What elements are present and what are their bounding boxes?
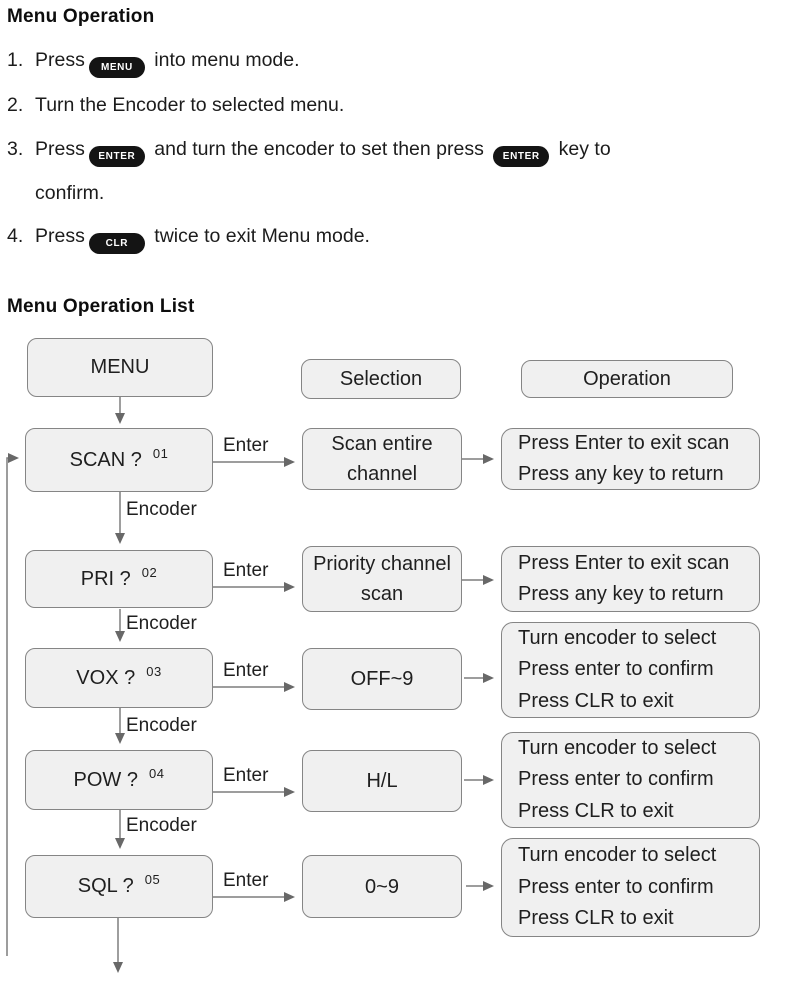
arrow-loop-return xyxy=(6,453,19,956)
selection-box-scan: Scan entire channel xyxy=(302,428,462,490)
flow-menu-box-pow: POW ? 04 xyxy=(25,750,213,810)
menu-box-number: 05 xyxy=(144,872,161,887)
edge-label-encoder: Encoder xyxy=(126,499,197,520)
step-text: Press xyxy=(35,225,85,247)
flow-menu-box-vox: VOX ? 03 xyxy=(25,648,213,708)
menu-box-label: POW ? xyxy=(73,768,138,791)
selection-box-pow: H/L xyxy=(302,750,462,812)
step-number: 2. xyxy=(7,94,24,116)
step-text: and turn the encoder to set then press xyxy=(148,138,490,160)
selection-box-vox: OFF~9 xyxy=(302,648,462,710)
operation-box-sql: Turn encoder to select Press enter to co… xyxy=(501,838,760,937)
edge-label-enter: Enter xyxy=(223,435,269,456)
menu-box-number: 01 xyxy=(152,445,169,461)
edge-label-enter: Enter xyxy=(223,560,269,581)
edge-label-encoder: Encoder xyxy=(126,815,197,836)
step-number: 4. xyxy=(7,225,24,247)
operation-box-pow: Turn encoder to select Press enter to co… xyxy=(501,732,760,828)
edge-label-enter: Enter xyxy=(223,765,269,786)
operation-box-pri: Press Enter to exit scan Press any key t… xyxy=(501,546,760,612)
step-text: Press xyxy=(35,138,85,160)
step-number: 3. xyxy=(7,138,24,160)
step-text: into menu mode. xyxy=(148,49,300,71)
operation-box-vox: Turn encoder to select Press enter to co… xyxy=(501,622,760,718)
clr-keycap-icon: CLR xyxy=(88,233,145,254)
flow-start-box: MENU xyxy=(27,338,213,397)
step-text: Turn the Encoder to selected menu. xyxy=(35,94,345,116)
menu-box-number: 03 xyxy=(146,663,162,679)
edge-label-encoder: Encoder xyxy=(126,715,197,736)
operation-box-scan: Press Enter to exit scan Press any key t… xyxy=(501,428,760,490)
menu-box-label: PRI ? xyxy=(80,567,131,590)
menu-box-label: SQL ? xyxy=(77,875,134,897)
step-number: 1. xyxy=(7,49,24,71)
selection-box-sql: 0~9 xyxy=(302,855,462,918)
menu-keycap-icon: MENU xyxy=(88,57,145,78)
enter-keycap-icon: ENTER xyxy=(88,146,145,167)
selection-box-pri: Priority channel scan xyxy=(302,546,462,612)
column-header-selection: Selection xyxy=(301,359,461,399)
step-3-continuation: confirm. xyxy=(35,182,105,204)
step-text: twice to exit Menu mode. xyxy=(148,225,370,247)
flow-menu-box-pri: PRI ? 02 xyxy=(25,550,213,608)
page-title: Menu Operation xyxy=(7,6,155,27)
step-text: Press xyxy=(35,49,85,71)
edge-label-encoder: Encoder xyxy=(126,613,197,634)
menu-box-label: SCAN ? xyxy=(69,448,142,471)
enter-keycap-icon: ENTER xyxy=(493,146,550,167)
menu-box-number: 02 xyxy=(141,564,158,580)
flow-menu-box-sql: SQL ? 05 xyxy=(25,855,213,918)
flowchart-title: Menu Operation List xyxy=(7,296,195,317)
flow-menu-box-scan: SCAN ? 01 xyxy=(25,428,213,492)
step-item-2: 2. Turn the Encoder to selected menu. xyxy=(7,94,344,117)
edge-label-enter: Enter xyxy=(223,660,269,681)
edge-label-enter: Enter xyxy=(223,870,269,891)
menu-box-label: VOX ? xyxy=(76,666,136,689)
step-text: key to xyxy=(553,138,611,160)
menu-box-number: 04 xyxy=(148,765,165,781)
column-header-operation: Operation xyxy=(521,360,733,398)
